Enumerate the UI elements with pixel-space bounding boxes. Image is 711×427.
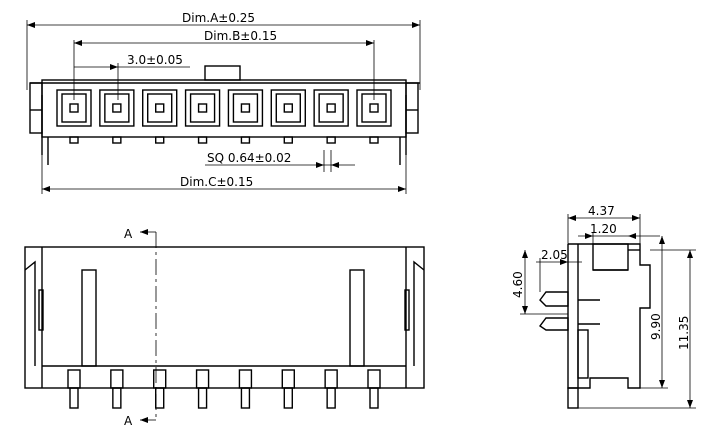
front-pin	[110, 369, 124, 409]
side-view: 4.37 1.20 2.05 4.60 9.90 11.35	[511, 204, 696, 409]
front-pins	[67, 369, 381, 409]
pitch-label: 3.0±0.05	[127, 53, 183, 67]
dim-460: 4.60	[511, 271, 525, 298]
dim-205: 2.05	[541, 248, 568, 262]
dim-c-label: Dim.C±0.15	[180, 175, 253, 189]
front-pin	[281, 369, 295, 409]
dim-990: 9.90	[649, 313, 663, 340]
dim-a-label: Dim.A±0.25	[182, 11, 255, 25]
front-pin	[153, 369, 167, 409]
top-cavity	[56, 89, 92, 144]
top-cavity	[270, 89, 306, 144]
top-cavity	[142, 89, 178, 144]
front-pin	[324, 369, 338, 409]
pin-size-label: SQ 0.64±0.02	[207, 151, 291, 165]
section-label-top: A	[124, 227, 133, 241]
top-cavity	[356, 89, 392, 144]
section-label-bottom: A	[124, 414, 133, 427]
top-cavity	[313, 89, 349, 144]
top-view: Dim.A±0.25 Dim.B±0.15 3.0±0.05 SQ 0.6	[26, 11, 421, 194]
top-cavity	[99, 89, 135, 144]
front-pin	[67, 369, 81, 409]
dim-1135: 11.35	[677, 316, 691, 350]
top-cavities	[56, 89, 392, 144]
dim-b-label: Dim.B±0.15	[204, 29, 277, 43]
dim-437: 4.37	[588, 204, 615, 218]
top-cavity	[227, 89, 264, 144]
top-cavity	[184, 89, 221, 144]
dim-120: 1.20	[590, 222, 617, 236]
front-view: A A	[24, 227, 425, 427]
front-pin	[367, 369, 381, 409]
front-pin	[195, 369, 210, 409]
front-pin	[238, 369, 253, 409]
